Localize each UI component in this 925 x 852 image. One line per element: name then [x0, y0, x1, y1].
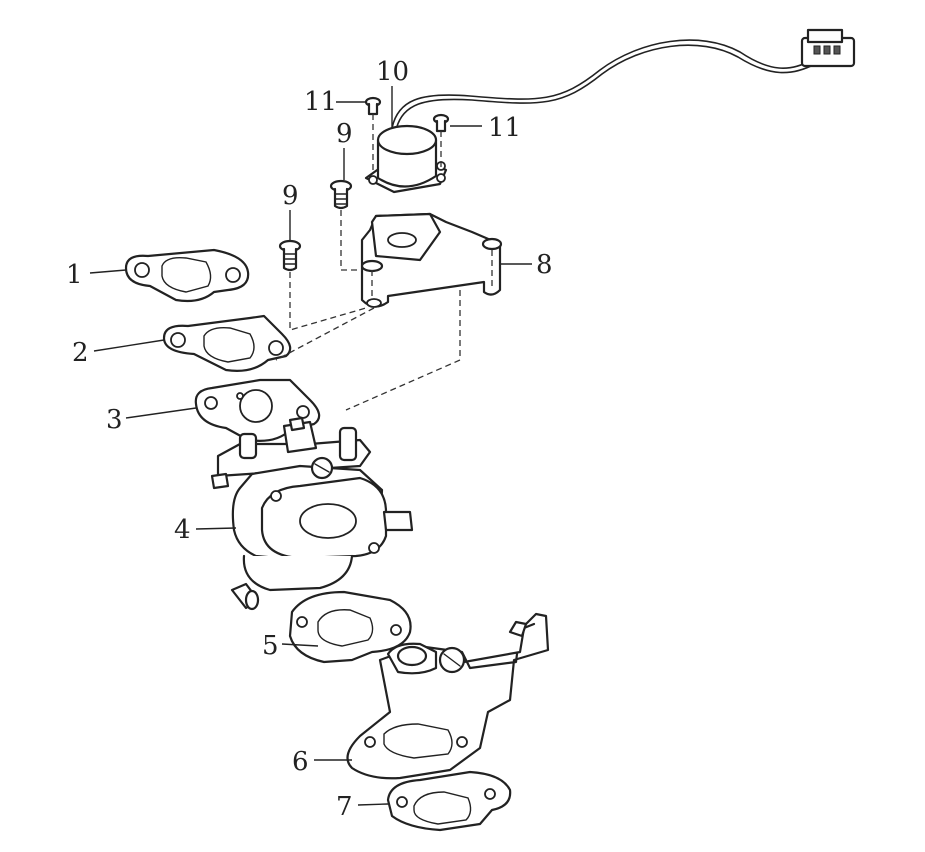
screw-part-9-upper [329, 179, 353, 210]
leader-lines [89, 86, 532, 806]
callout-3: 3 [106, 405, 123, 435]
screw-part-11-left [364, 96, 382, 116]
callout-4: 4 [174, 515, 191, 545]
gasket-part-2 [162, 314, 292, 372]
solenoid-part-10 [364, 124, 448, 194]
assembly-guide-lines [275, 114, 493, 411]
callout-9-lower: 9 [282, 181, 299, 211]
callout-1: 1 [66, 260, 83, 290]
callout-6: 6 [292, 747, 309, 777]
callout-9-upper: 9 [336, 119, 353, 149]
gasket-part-7 [386, 770, 512, 832]
callout-10: 10 [376, 57, 409, 87]
wire-connector [800, 28, 856, 68]
gasket-part-1 [124, 248, 250, 303]
callout-11-right: 11 [488, 113, 521, 143]
bracket-part-8 [360, 212, 503, 308]
callout-7: 7 [336, 792, 353, 822]
gasket-part-5 [288, 590, 412, 664]
callout-2: 2 [72, 338, 89, 368]
screw-part-11-right [432, 113, 450, 133]
wire-harness [391, 28, 856, 131]
plate-part-6 [346, 612, 550, 780]
carburetor-part-4 [210, 416, 414, 611]
callout-labels: 1 2 3 4 5 6 7 8 9 9 10 11 11 [66, 57, 553, 822]
callout-5: 5 [262, 631, 279, 661]
callout-11-left: 11 [304, 87, 337, 117]
callout-8: 8 [536, 250, 553, 280]
screw-part-9-lower [278, 239, 302, 272]
